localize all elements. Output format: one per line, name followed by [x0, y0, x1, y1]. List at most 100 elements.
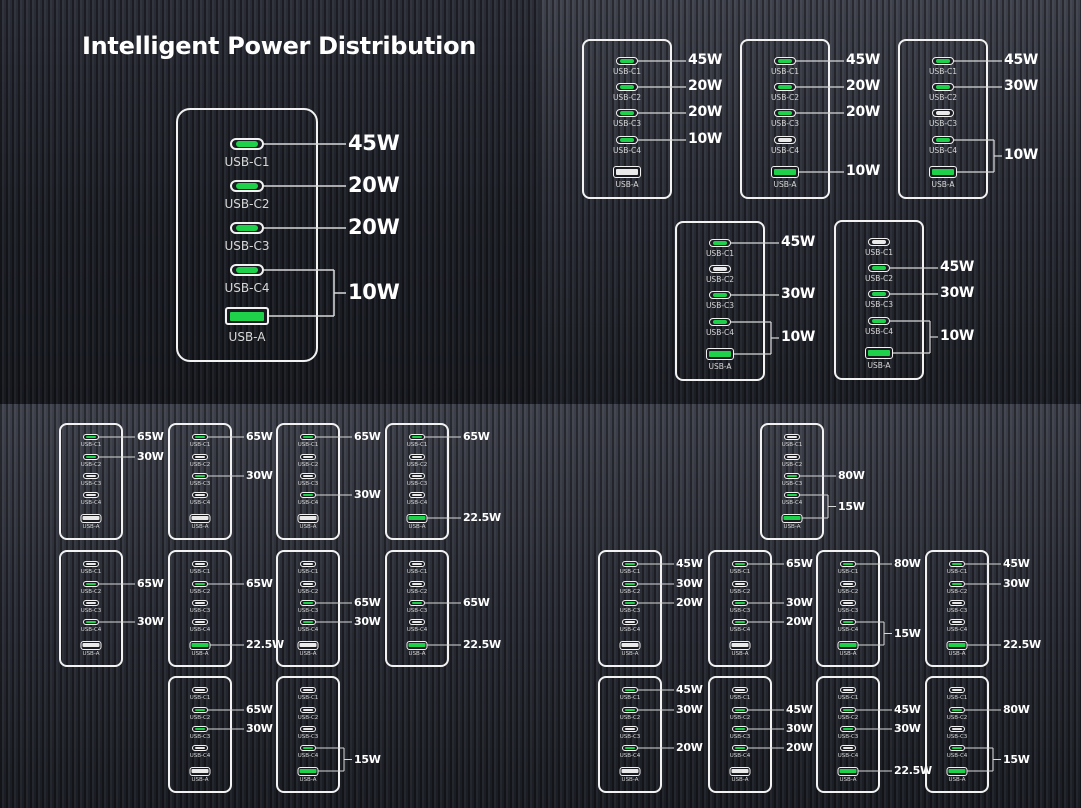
port-label: USB-C1: [781, 441, 803, 448]
port-label: USB-C3: [612, 119, 642, 128]
usb-c-port-icon: [192, 600, 208, 606]
wattage-label: 20W: [786, 615, 813, 629]
usb-c-port-icon: [409, 619, 425, 625]
usb-c-port-icon: [840, 745, 856, 751]
port-label: USB-C1: [189, 568, 211, 575]
usb-c-port-icon: [949, 619, 965, 625]
charger-outline: [59, 423, 123, 540]
usb-c3-port: USB-C3: [613, 109, 641, 128]
usb-c2-port: USB-C2: [838, 581, 858, 595]
port-label: USB-C4: [189, 499, 211, 506]
usb-c-port-icon: [949, 600, 965, 606]
wattage-label: 10W: [1004, 147, 1039, 164]
usb-c-port-icon: [300, 473, 316, 479]
usb-c3-port: USB-C3: [225, 222, 269, 253]
usb-c1-port: USB-C1: [190, 561, 210, 575]
usb-c-port-icon: [622, 581, 638, 587]
port-label: USB-C4: [837, 752, 859, 759]
wattage-label: 45W: [1003, 557, 1030, 571]
wattage-label: 30W: [786, 722, 813, 736]
port-label: USB-C2: [946, 714, 968, 721]
port-label: USB-C4: [729, 752, 751, 759]
usb-c2-port: USB-C2: [190, 707, 210, 721]
usb-a-port: USB-A: [297, 640, 319, 657]
port-label: USB-C1: [189, 694, 211, 701]
port-label: USB-C3: [406, 607, 428, 614]
port-label: USB-C2: [297, 588, 319, 595]
usb-c1-port: USB-C1: [620, 687, 640, 701]
usb-c-port-icon: [192, 687, 208, 693]
usb-c-port-icon: [83, 454, 99, 460]
usb-c2-port: USB-C2: [190, 581, 210, 595]
usb-a-port: USB-A: [837, 640, 859, 657]
usb-c-port-icon: [83, 434, 99, 440]
usb-c3-port: USB-C3: [730, 600, 750, 614]
port-label: USB-C3: [297, 733, 319, 740]
usb-c-port-icon: [709, 265, 731, 273]
usb-c-port-icon: [409, 434, 425, 440]
usb-c3-port: USB-C3: [838, 726, 858, 740]
port-label: USB-C4: [80, 499, 102, 506]
port-label: USB-C2: [189, 588, 211, 595]
usb-c-port-icon: [622, 745, 638, 751]
usb-c-port-icon: [192, 473, 208, 479]
port-label: USB-C4: [770, 146, 800, 155]
usb-a-port: USB-A: [706, 348, 734, 371]
wattage-label: 10W: [688, 131, 723, 148]
port-label: USB-C3: [224, 239, 270, 253]
usb-c-port-icon: [932, 136, 954, 144]
charger-outline: [276, 550, 340, 667]
usb-c-port-icon: [230, 180, 264, 192]
wattage-label: 80W: [1003, 703, 1030, 717]
port-label: USB-C4: [781, 499, 803, 506]
usb-c-port-icon: [83, 561, 99, 567]
wattage-label: 30W: [781, 286, 816, 303]
usb-c4-port: USB-C4: [407, 619, 427, 633]
port-label: USB-A: [228, 330, 266, 344]
wattage-label: 20W: [688, 78, 723, 95]
usb-c2-port: USB-C2: [225, 180, 269, 211]
usb-c-port-icon: [709, 291, 731, 299]
usb-a-port-icon: [406, 640, 428, 650]
port-label: USB-C4: [406, 626, 428, 633]
usb-c-port-icon: [868, 317, 890, 325]
port-label: USB-C3: [297, 607, 319, 614]
charger-outline: [816, 676, 880, 793]
port-label: USB-C3: [189, 733, 211, 740]
usb-c2-port: USB-C2: [929, 83, 957, 102]
port-label: USB-A: [621, 651, 639, 657]
port-label: USB-C2: [406, 461, 428, 468]
usb-c4-port: USB-C4: [838, 619, 858, 633]
usb-a-port: USB-A: [929, 166, 957, 189]
port-label: USB-A: [82, 524, 100, 530]
usb-c-port-icon: [949, 745, 965, 751]
charger-outline: [168, 676, 232, 793]
port-label: USB-C3: [406, 480, 428, 487]
usb-a-port-icon: [729, 766, 751, 776]
usb-c1-port: USB-C1: [190, 434, 210, 448]
usb-c-port-icon: [83, 473, 99, 479]
wattage-label: 45W: [1004, 52, 1039, 69]
port-label: USB-A: [948, 777, 966, 783]
usb-c1-port: USB-C1: [620, 561, 640, 575]
usb-c2-port: USB-C2: [947, 581, 967, 595]
port-label: USB-C2: [80, 588, 102, 595]
usb-c-port-icon: [774, 136, 796, 144]
usb-a-port: USB-A: [865, 347, 893, 370]
usb-c-port-icon: [192, 707, 208, 713]
usb-c-port-icon: [774, 109, 796, 117]
wattage-label: 10W: [940, 328, 975, 345]
port-label: USB-A: [783, 524, 801, 530]
charger-outline: [816, 550, 880, 667]
usb-c4-port: USB-C4: [81, 492, 101, 506]
port-label: USB-C2: [729, 588, 751, 595]
usb-a-port: USB-A: [225, 307, 269, 344]
usb-c1-port: USB-C1: [706, 239, 734, 258]
wattage-label: 20W: [348, 214, 400, 239]
